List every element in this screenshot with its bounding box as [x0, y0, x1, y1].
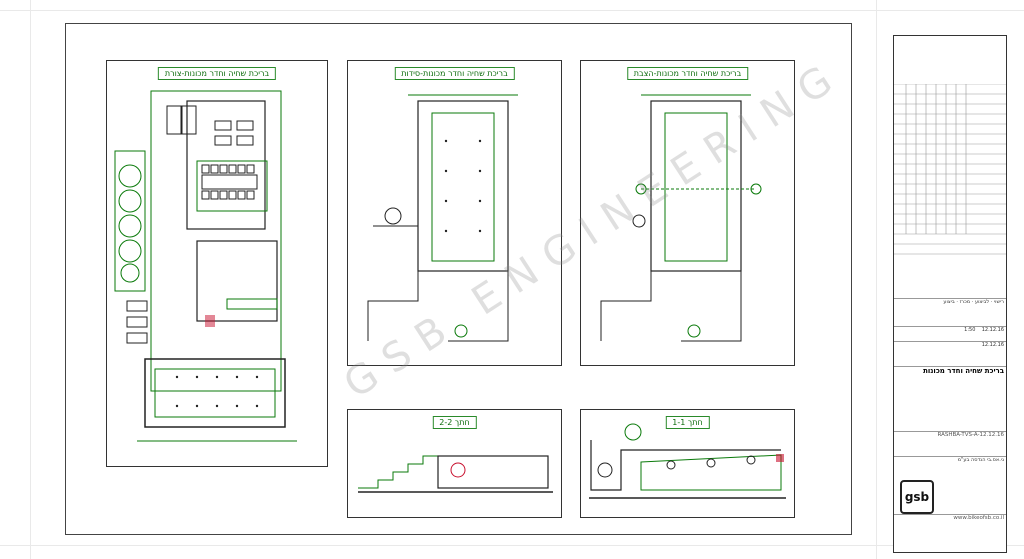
plan-drawing	[367, 94, 518, 342]
grid-line-h	[0, 10, 1024, 11]
company-name: גי.אס.בי הנדסה בע"מ	[957, 457, 1004, 463]
plan-panel-front: בריכת שחיה וחדר מכונות-צורת	[106, 60, 328, 467]
panel-title: חתך 2-2	[432, 416, 477, 429]
revision-table	[894, 84, 1006, 255]
plan-panel-dimensions: בריכת שחיה וחדר מכונות-הצבת	[580, 60, 795, 366]
website-link[interactable]: www.bikeofsb.co.il	[953, 515, 1004, 521]
company-logo: gsb	[900, 480, 934, 514]
section-drawing	[589, 423, 786, 499]
panel-title: בריכת שחיה וחדר מכונות-סידות	[394, 67, 515, 80]
drawing-sheet: בריכת שחיה וחדר מכונות-צורת	[65, 23, 852, 535]
panel-title: בריכת שחיה וחדר מכונות-צורת	[157, 67, 277, 80]
panel-title: חתך 1-1	[665, 416, 710, 429]
section-drawing	[358, 455, 553, 493]
grid-line-h	[0, 545, 1024, 546]
scale-field: 1:50	[964, 327, 976, 333]
plan-drawing	[114, 90, 297, 442]
section-panel-2: חתך 2-2	[347, 409, 562, 518]
project-title: בריכת שחיה וחדר מכונות	[923, 367, 1004, 375]
title-block: רישוי · לביצוע · מכרז · ביצוע 12.12.16 1…	[893, 35, 1007, 553]
grid-line-v	[876, 0, 877, 559]
panel-title: בריכת שחיה וחדר מכונות-הצבת	[626, 67, 749, 80]
section-panel-1: חתך 1-1	[580, 409, 795, 518]
date-field-2: 12.12.16	[981, 342, 1004, 348]
status-labels: רישוי · לביצוע · מכרז · ביצוע	[943, 299, 1004, 305]
plan-drawing	[600, 94, 762, 342]
grid-line-v	[30, 0, 31, 559]
plan-panel-side: בריכת שחיה וחדר מכונות-סידות	[347, 60, 562, 366]
date-field: 12.12.16	[981, 327, 1004, 333]
file-code: RASHBA-TVS-A-12.12.16	[937, 432, 1004, 438]
